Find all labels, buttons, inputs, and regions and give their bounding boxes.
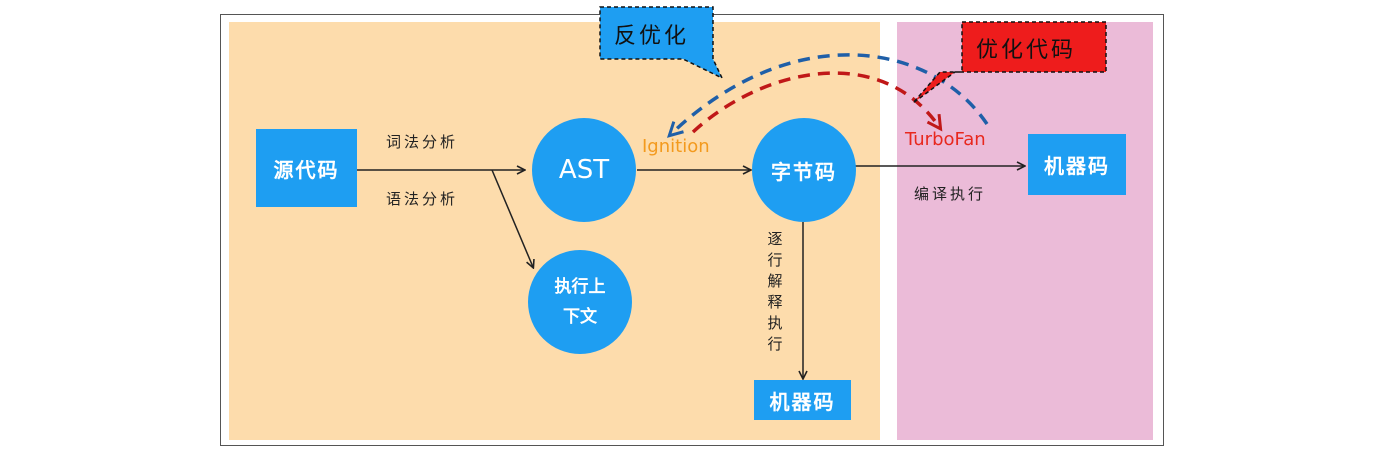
ignition-label: Ignition [642, 136, 710, 157]
deoptimize-curve [670, 53, 989, 135]
deoptimize-callout [599, 6, 724, 80]
turbofan-label: TurboFan [905, 129, 986, 150]
optimize-code-label: 优化代码 [976, 38, 1077, 63]
deoptimize-label: 反优化 [614, 24, 690, 49]
lexical-analysis-label: 词法分析 [386, 133, 459, 151]
line-by-line-label: 逐行解释执行 [767, 230, 783, 353]
compile-execute-label: 编译执行 [914, 185, 987, 203]
optimizer-region [897, 22, 1153, 440]
optimize-callout [912, 21, 1107, 104]
edge-to-exec-context [491, 169, 533, 267]
optimize-curve [691, 71, 940, 134]
ast-node: AST [532, 118, 636, 222]
execution-context-node: 执行上 下文 [528, 250, 632, 354]
machine-code-interpreted-node: 机器码 [754, 380, 851, 420]
interpreter-region [229, 22, 880, 440]
exec-context-line2: 下文 [563, 307, 597, 327]
bytecode-label: 字节码 [771, 159, 837, 184]
exec-context-line1: 执行上 [554, 277, 606, 297]
machine-code-compiled-node: 机器码 [1028, 134, 1126, 195]
source-code-node: 源代码 [256, 129, 357, 207]
bytecode-node: 字节码 [752, 118, 856, 222]
syntax-analysis-label: 语法分析 [386, 190, 459, 208]
ast-label: AST [558, 155, 610, 185]
